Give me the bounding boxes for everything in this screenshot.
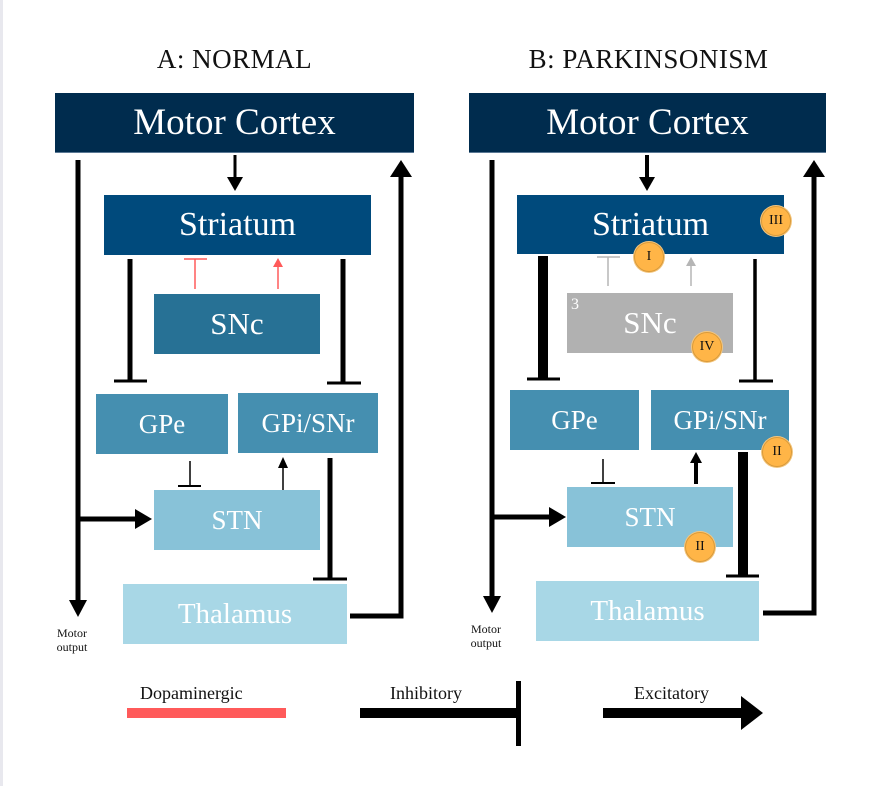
a-snc-node: SNc bbox=[154, 294, 320, 354]
badge-striatum-i: I bbox=[634, 242, 664, 272]
b-striatum-node: Striatum bbox=[517, 195, 784, 254]
b-thalamus-node: Thalamus bbox=[536, 581, 759, 641]
legend-inhibitory-symbol bbox=[360, 681, 521, 746]
b-cortex-to-stn-arrow bbox=[492, 507, 566, 527]
b-thalamus-to-cortex-arrow bbox=[763, 160, 825, 616]
badge-snc-iv: IV bbox=[692, 332, 722, 362]
a-stn-excites-gpi bbox=[278, 457, 288, 490]
b-striatum-inhibits-gpi bbox=[739, 259, 773, 383]
b-striatum-inhibits-gpe bbox=[527, 256, 560, 381]
b-snc-dopaminergic-excite bbox=[686, 257, 696, 286]
b-snc-dopaminergic-inhibit bbox=[597, 256, 620, 286]
a-striatum-node: Striatum bbox=[104, 195, 371, 255]
b-motor-output-line1: Motor bbox=[471, 622, 501, 636]
a-motor-cortex-node: Motor Cortex bbox=[55, 93, 414, 153]
a-striatum-inhibits-gpi bbox=[327, 259, 361, 385]
a-motor-output-label: Motor output bbox=[44, 626, 100, 654]
a-gpi-inhibits-thalamus bbox=[313, 458, 347, 581]
a-motor-output-arrow bbox=[69, 160, 87, 617]
a-motor-output-line1: Motor bbox=[57, 626, 87, 640]
a-snc-dopaminergic-inhibit bbox=[184, 258, 207, 289]
legend-excitatory-label: Excitatory bbox=[634, 683, 709, 703]
badge-striatum-iii: III bbox=[761, 206, 791, 236]
b-motor-output-arrow bbox=[483, 160, 501, 613]
a-cortex-to-stn-arrow bbox=[78, 509, 152, 529]
a-thalamus-to-cortex-arrow bbox=[350, 160, 412, 619]
a-snc-dopaminergic-excite bbox=[273, 258, 283, 289]
b-motor-cortex-node: Motor Cortex bbox=[469, 93, 826, 153]
b-snc-superscript: 3 bbox=[571, 296, 579, 313]
panel-a-title: A: NORMAL bbox=[156, 44, 313, 74]
a-cortex-to-striatum-arrow bbox=[227, 155, 243, 191]
a-gpi-snr-node: GPi/SNr bbox=[238, 393, 378, 453]
b-gpe-node: GPe bbox=[510, 390, 639, 450]
a-stn-node: STN bbox=[154, 490, 320, 550]
b-gpi-inhibits-thalamus bbox=[726, 452, 759, 578]
b-stn-excites-gpi bbox=[690, 452, 702, 484]
legend-dopaminergic-label: Dopaminergic bbox=[140, 683, 243, 703]
a-gpe-inhibits-stn bbox=[178, 461, 201, 487]
b-gpe-inhibits-stn bbox=[591, 459, 615, 484]
b-motor-output-label: Motor output bbox=[458, 622, 514, 650]
badge-stn-ii: II bbox=[685, 532, 715, 562]
a-striatum-inhibits-gpe bbox=[114, 259, 147, 383]
legend-inhibitory-label: Inhibitory bbox=[390, 683, 462, 703]
b-gpi-snr-node: GPi/SNr bbox=[651, 390, 789, 450]
a-thalamus-node: Thalamus bbox=[123, 584, 347, 644]
page-border bbox=[0, 0, 3, 786]
b-stn-node: STN bbox=[567, 487, 733, 547]
b-cortex-to-striatum-arrow bbox=[639, 155, 655, 191]
legend-dopaminergic-line bbox=[127, 708, 286, 718]
badge-gpi-ii: II bbox=[762, 437, 792, 467]
a-motor-output-line2: output bbox=[56, 640, 88, 654]
a-gpe-node: GPe bbox=[96, 394, 228, 454]
legend-excitatory-symbol bbox=[603, 696, 763, 730]
panel-b-title: B: PARKINSONISM bbox=[528, 44, 769, 74]
b-motor-output-line2: output bbox=[470, 636, 502, 650]
